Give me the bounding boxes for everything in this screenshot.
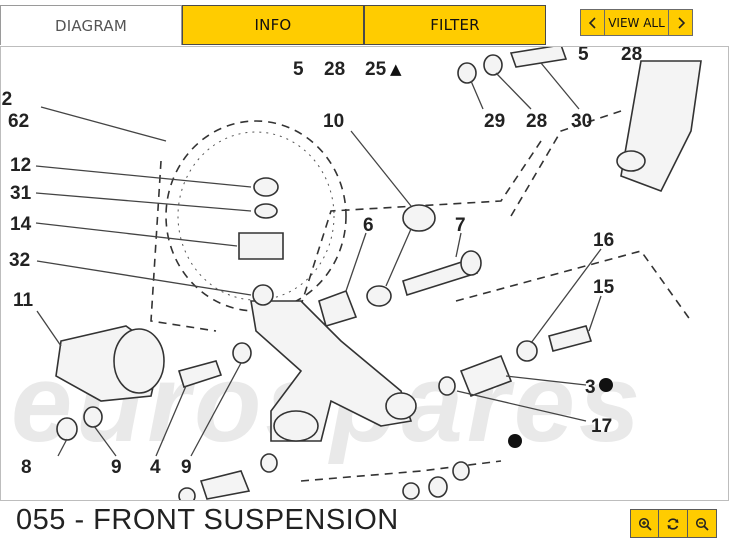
callout-label: 62 [8,111,29,132]
tab-filter-label: FILTER [430,16,480,34]
callout-label: 32 [9,250,30,271]
callout-label: 8 [21,457,32,478]
exploded-view-drawing: eurospares [1,47,702,500]
callout-label: 4 [150,457,161,478]
callout-label: 5 [293,59,304,80]
parts-diagram[interactable]: eurospares [0,46,729,501]
callout-label: 28 [621,47,642,65]
callout-label: 6 [363,215,374,236]
callout-label: 52 [1,89,12,110]
tab-filter[interactable]: FILTER [364,5,546,45]
tab-info-label: INFO [254,16,292,34]
callout-label: 25 [365,59,387,80]
callout-label: 12 [10,155,31,176]
chevron-right-icon [677,16,685,29]
callout-label: 28 [324,59,345,80]
view-all-button[interactable]: VIEW ALL [605,10,668,35]
callout-label: 15 [593,277,615,298]
callout-label: 29 [484,111,505,132]
callout-label: 17 [591,416,612,437]
top-fasteners-drawing [457,47,568,84]
chevron-left-icon [588,16,596,29]
callout-label: 11 [13,290,34,311]
zoom-controls [630,509,717,538]
tab-info[interactable]: INFO [182,5,364,45]
next-button[interactable] [668,10,692,35]
leader-lines [35,62,602,457]
triangle-marker-icon: ▲ [390,60,402,78]
brake-disc-drawing [150,120,347,332]
callout-label: 9 [181,457,192,478]
callout-label: 5 [578,47,589,65]
callout-label: 3 [585,377,596,398]
tab-bar: DIAGRAM INFO FILTER VIEW ALL [0,0,729,46]
zoom-out-button[interactable] [688,509,717,538]
lower-control-arm-drawing [250,284,417,442]
callout-label: 9 [111,457,122,478]
callout-label: 28 [526,111,547,132]
zoom-out-icon [695,517,709,531]
stabilizer-link-drawing [366,204,436,307]
refresh-icon [667,517,679,530]
tab-diagram[interactable]: DIAGRAM [0,5,182,45]
page-title: 055 - FRONT SUSPENSION [16,504,399,536]
zoom-in-icon [638,517,652,531]
tab-diagram-label: DIAGRAM [54,16,127,35]
callout-label: 14 [10,214,32,235]
callout-label: 7 [455,215,466,236]
callout-label: 10 [323,111,344,132]
callout-label: 16 [593,230,614,251]
view-all-label: VIEW ALL [608,15,665,30]
callout-numbers: 5 28 25 ▲ 5 28 52 62 29 28 30 10 12 31 1… [1,47,642,478]
previous-button[interactable] [581,10,605,35]
reset-zoom-button[interactable] [659,509,688,538]
bump-stop-drawing [55,325,165,402]
zoom-in-button[interactable] [630,509,659,538]
shock-absorber-drawing [616,60,702,193]
view-all-control: VIEW ALL [580,9,693,36]
callout-label: 30 [571,111,592,132]
callout-label: 31 [10,183,32,204]
